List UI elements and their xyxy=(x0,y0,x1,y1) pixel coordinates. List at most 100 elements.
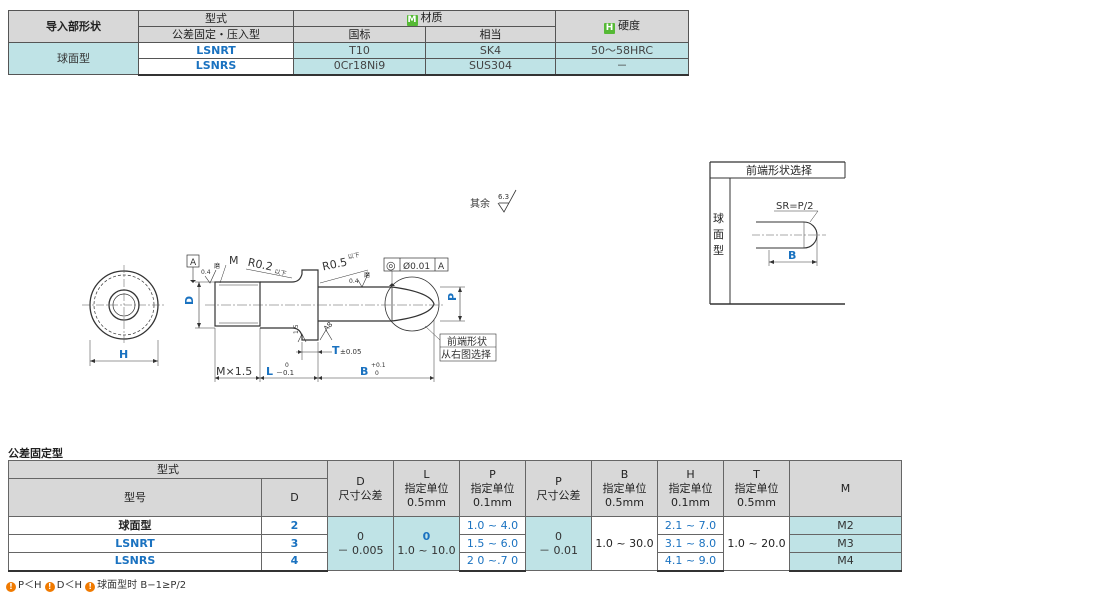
label-M: M xyxy=(229,254,239,267)
code-value: LSNRT xyxy=(8,534,262,553)
dim-B-tol-up: +0.1 xyxy=(371,362,386,369)
m-header: M xyxy=(789,460,902,517)
warning-icon: ! xyxy=(6,582,16,592)
dim-L-tol-low: －0.1 xyxy=(276,369,294,377)
roughness-symbol xyxy=(497,189,517,213)
std-header: 国标 xyxy=(293,26,426,43)
p-range: 1.5 ~ 6.0 xyxy=(459,534,526,553)
label-R02: R0.2 xyxy=(247,256,274,274)
tip-sr-label: SR=P/2 xyxy=(776,201,813,212)
type-sub-header: 公差固定・压入型 xyxy=(138,26,294,43)
technical-drawing: 其余 6.3 H D xyxy=(82,189,517,382)
table-row: 球面型 LSNRT T10 SK4 50～58HRC xyxy=(8,42,689,75)
hardness-tag-icon: H xyxy=(604,23,615,34)
tip-side-3: 型 xyxy=(713,243,724,257)
shape-header: 导入部形状 xyxy=(8,10,139,43)
dim-B: B xyxy=(360,365,368,378)
m-value: M4 xyxy=(789,552,902,572)
std-value: 0Cr18Ni9 xyxy=(293,58,426,76)
b-range: 1.0 ~ 30.0 xyxy=(591,516,658,571)
table-row: LSNRS 0Cr18Ni9 SUS304 － xyxy=(9,58,689,76)
t-range: 1.0 ~ 20.0 xyxy=(723,516,790,571)
concentricity-ref: A xyxy=(438,262,445,272)
chamfer-value: 1.5 xyxy=(293,324,300,334)
label-R05: R0.5 xyxy=(321,256,348,274)
note-1: P＜H xyxy=(18,580,42,591)
type-header: 型式 xyxy=(138,10,294,27)
d-header: D xyxy=(261,478,328,517)
material-tag-icon: M xyxy=(406,15,418,26)
d-tol-value: 0－ 0.005 xyxy=(327,516,394,571)
tip-note-line2: 从右图选择 xyxy=(441,348,491,361)
tip-title: 前端形状选择 xyxy=(746,163,812,177)
side-view: D P A 0.4 磨 M R0.2 以下 R0.5 以下 0.4 磨 xyxy=(183,252,497,382)
warning-icon: ! xyxy=(44,582,55,592)
tip-shape-panel: 前端形状选择 球 面 型 SR=P/2 B xyxy=(709,161,846,305)
grind-label: 磨 xyxy=(214,262,220,270)
type-code: LSNRT xyxy=(138,42,294,59)
dim-L-tol-up: 0 xyxy=(285,362,289,369)
code-value: LSNRS xyxy=(8,552,262,572)
dim-T-tol: ±0.05 xyxy=(340,348,361,356)
tip-side-1: 球 xyxy=(713,211,724,225)
type-code: LSNRS xyxy=(138,58,294,76)
tip-side-2: 面 xyxy=(713,228,724,241)
tip-note-line1: 前端形状 xyxy=(447,335,487,348)
dim-H: H xyxy=(119,348,128,361)
d-value: 3 xyxy=(261,534,328,553)
hardness-value: － xyxy=(555,58,689,76)
h-range: 3.1 ~ 8.0 xyxy=(657,534,724,553)
roughness-rest-label: 其余 xyxy=(470,197,490,210)
note-2: D＜H xyxy=(56,580,82,591)
m-value: M2 xyxy=(789,516,902,535)
equiv-header: 相当 xyxy=(425,26,556,43)
h-range: 4.1 ~ 9.0 xyxy=(657,552,724,572)
tip-note-box xyxy=(439,333,497,362)
dim-D: D xyxy=(183,296,196,305)
dim-L: L xyxy=(266,365,273,378)
concentricity-value: Ø0.01 xyxy=(403,261,430,272)
type-header: 型式 xyxy=(8,460,328,479)
d-value: 4 xyxy=(261,552,328,572)
warning-icon: ! xyxy=(85,582,96,592)
datum-label: A xyxy=(190,258,197,268)
roughness-value: 6.3 xyxy=(498,193,509,201)
shape-name: 球面型 xyxy=(8,42,139,75)
p-range: 2 0 ~.7 0 xyxy=(459,552,526,572)
end-view: H xyxy=(82,265,166,366)
footnotes: !P＜H !D＜H !球面型时 B−1≥P/2 xyxy=(6,576,186,592)
tip-dim-B: B xyxy=(788,249,796,262)
table-row: LSNRS 4 2 0 ~.7 0 4.1 ~ 9.0 M4 xyxy=(8,552,902,572)
h-range: 2.1 ~ 7.0 xyxy=(657,516,724,535)
dim-B-tol-low: 0 xyxy=(375,370,379,377)
code-header: 型号 xyxy=(8,478,262,517)
note-3: 球面型时 B−1≥P/2 xyxy=(97,580,187,591)
dim-T: T xyxy=(332,344,340,357)
std-value: T10 xyxy=(293,42,426,59)
type-name: 球面型 xyxy=(8,516,262,535)
grind-label-2: 磨 xyxy=(364,271,370,279)
equiv-value: SUS304 xyxy=(425,58,556,76)
label-R02-below: 以下 xyxy=(274,268,287,277)
rough-shaft: 0.4 xyxy=(349,278,359,285)
hardness-value: 50～58HRC xyxy=(555,42,689,59)
equiv-value: SK4 xyxy=(425,42,556,59)
dim-P: P xyxy=(446,293,459,301)
d-value: 2 xyxy=(261,516,328,535)
section-title: 公差固定型 xyxy=(8,447,63,460)
rough-thread: 0.4 xyxy=(201,269,211,276)
dim-Mx: M×1.5 xyxy=(216,365,252,378)
